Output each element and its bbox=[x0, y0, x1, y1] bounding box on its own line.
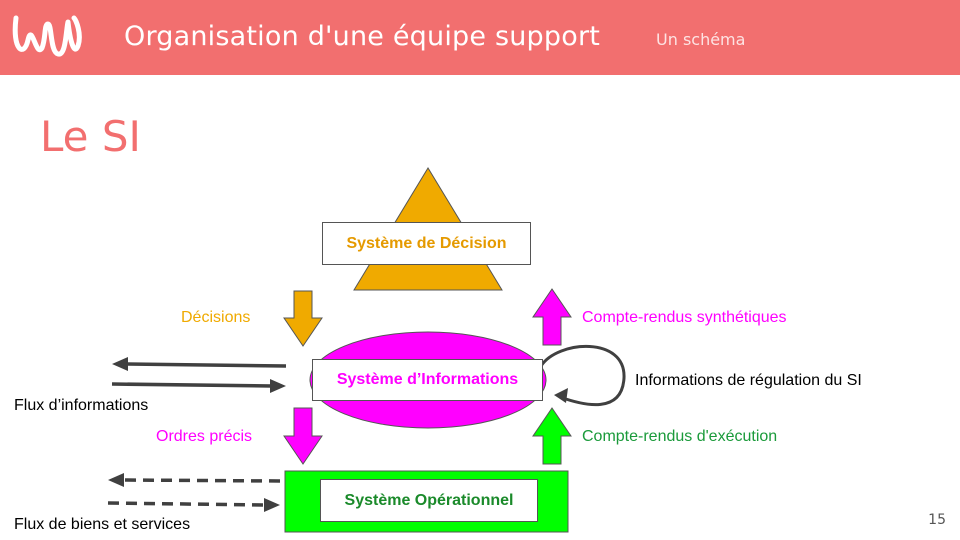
orders-arrow bbox=[283, 407, 323, 465]
regulation-label: Informations de régulation du SI bbox=[635, 372, 862, 389]
decisions-label: Décisions bbox=[181, 309, 251, 326]
goods-flow-arrow-in bbox=[107, 501, 265, 507]
goods-flow-label: Flux de biens et services bbox=[14, 516, 191, 533]
header-bar: Organisation d'une équipe support Un sch… bbox=[0, 0, 960, 75]
information-system-box: Système d’Informations bbox=[312, 359, 543, 401]
information-flow-arrow-in-head bbox=[270, 379, 286, 393]
regulation-loop-arrow bbox=[539, 345, 626, 407]
information-flow-arrow-in bbox=[111, 382, 273, 388]
execution-reports-arrow bbox=[532, 407, 572, 465]
header-subtitle: Un schéma bbox=[656, 30, 746, 49]
information-flow-arrow-out-head bbox=[112, 357, 128, 371]
information-flow-arrow-out bbox=[125, 362, 287, 368]
information-flow-label: Flux d’informations bbox=[14, 397, 149, 414]
decisions-arrow bbox=[283, 290, 323, 347]
goods-flow-arrow-out-head bbox=[108, 473, 124, 487]
decision-system-box: Système de Décision bbox=[322, 222, 531, 265]
regulation-loop-arrowhead bbox=[554, 388, 568, 403]
logo-icon bbox=[12, 15, 82, 57]
header-title: Organisation d'une équipe support bbox=[124, 21, 601, 52]
slide-title: Le SI bbox=[40, 112, 141, 161]
synthetic-reports-arrow bbox=[532, 288, 572, 346]
execution-reports-label: Compte-rendus d'exécution bbox=[582, 428, 778, 445]
operational-system-box: Système Opérationnel bbox=[320, 479, 538, 522]
goods-flow-arrow-in-head bbox=[264, 498, 280, 512]
orders-label: Ordres précis bbox=[156, 428, 253, 445]
goods-flow-arrow-out bbox=[123, 478, 281, 483]
page-number: 15 bbox=[928, 512, 946, 528]
synthetic-reports-label: Compte-rendus synthétiques bbox=[582, 309, 787, 326]
